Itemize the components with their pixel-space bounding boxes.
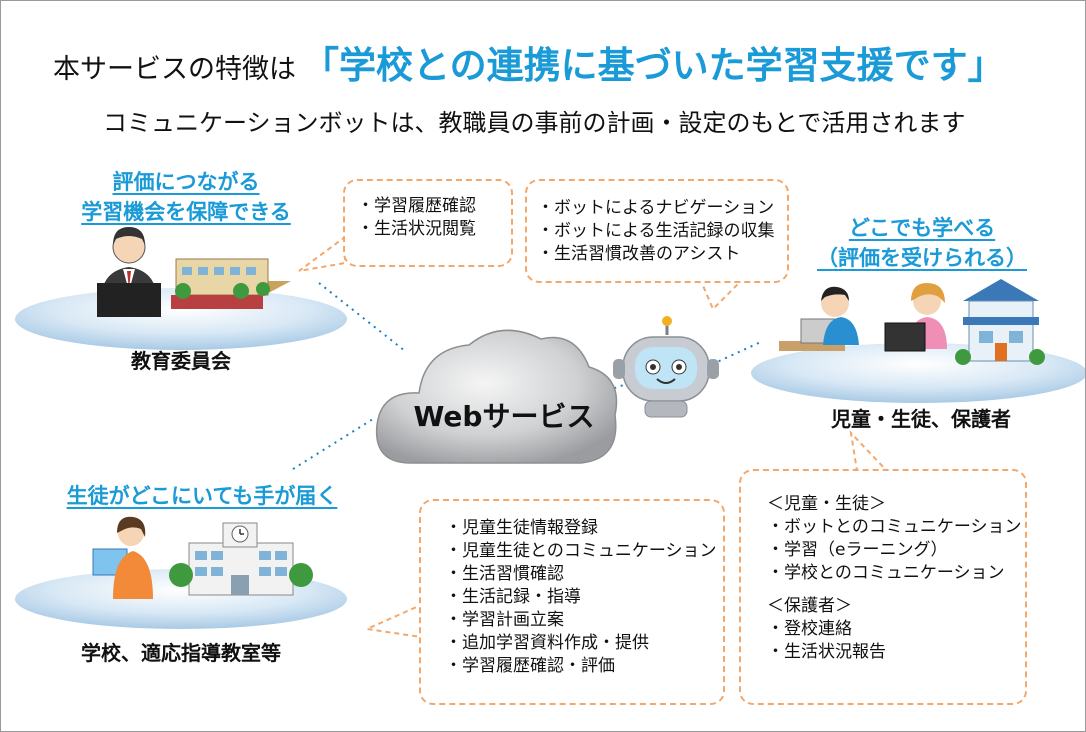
- bubble-item: ・学習計画立案: [445, 610, 564, 630]
- title-prefix: 本サービスの特徴は: [53, 54, 296, 85]
- bubble-tail-bot: [699, 280, 744, 311]
- connector-school: [292, 418, 374, 470]
- teacher-illustration: [92, 516, 153, 599]
- bubble-item: ＜保護者＞: [767, 596, 852, 616]
- bubble-spacer: [767, 585, 1025, 595]
- bubble-item: ・学習（eラーニング）: [767, 540, 948, 560]
- bubble-item: ・児童生徒情報登録: [445, 518, 598, 538]
- students-bubble: ＜児童・生徒＞ ・ボットとのコミュニケーション ・学習（eラーニング） ・学校と…: [739, 469, 1027, 705]
- school-feature-line: 生徒がどこにいても手が届く: [66, 484, 338, 508]
- bubble-tail-students: [849, 429, 890, 472]
- connector-board: [318, 282, 406, 352]
- title: 本サービスの特徴は 「学校との連携に基づいた学習支援です」: [53, 35, 1005, 89]
- title-main: 「学校との連携に基づいた学習支援です」: [302, 44, 1005, 87]
- boy-illustration: [779, 286, 859, 351]
- bubble-item: ＜児童・生徒＞: [767, 494, 886, 514]
- students-feature-line: （評価を受けられる）: [817, 246, 1027, 270]
- bubble-item: ・生活習慣改善のアシスト: [537, 244, 741, 264]
- school-bubble: ・児童生徒情報登録 ・児童生徒とのコミュニケーション ・生活習慣確認 ・生活記録…: [419, 499, 725, 705]
- subtitle: コミュニケーションボットは、教職員の事前の計画・設定のもとで活用されます: [103, 109, 966, 137]
- center-label: Webサービス: [413, 400, 595, 433]
- bubble-tail-school: [363, 603, 422, 639]
- bubble-item: ・生活状況報告: [767, 642, 886, 662]
- bot-bubble: ・ボットによるナビゲーション ・ボットによる生活記録の収集 ・生活習慣改善のアシ…: [525, 179, 789, 283]
- bubble-item: ・生活記録・指導: [445, 587, 581, 607]
- bubble-item: ・児童生徒とのコミュニケーション: [445, 541, 717, 561]
- bubble-item: ・生活習慣確認: [445, 564, 564, 584]
- board-feature-line: 学習機会を保障できる: [81, 200, 291, 224]
- bubble-tail-board: [298, 235, 346, 272]
- school-building-illustration: [169, 522, 313, 596]
- cloud-icon: [375, 329, 618, 464]
- school-feature: 生徒がどこにいても手が届く: [57, 481, 347, 511]
- bubble-item: ・ボットとのコミュニケーション: [767, 517, 1022, 537]
- bubble-item: ・学習履歴確認・評価: [445, 656, 615, 676]
- bubble-item: ・ボットによるナビゲーション: [537, 198, 775, 218]
- board-feature-line: 評価につながる: [112, 170, 260, 194]
- bubble-item: ・学習履歴確認: [357, 196, 476, 216]
- school-label: 学校、適応指導教室等: [81, 641, 281, 665]
- students-feature: どこでも学べる （評価を受けられる）: [807, 213, 1037, 273]
- official-illustration: [97, 227, 161, 317]
- bubble-item: ・登校連絡: [767, 619, 852, 639]
- mother-illustration: [884, 283, 947, 352]
- bubble-item: ・追加学習資料作成・提供: [445, 633, 649, 653]
- house-illustration: [955, 279, 1045, 365]
- bubble-item: ・学校とのコミュニケーション: [767, 563, 1005, 583]
- board-bubble: ・学習履歴確認 ・生活状況閲覧: [343, 179, 513, 267]
- bubble-item: ・生活状況閲覧: [357, 219, 476, 239]
- building-illustration: [171, 258, 291, 309]
- students-feature-line: どこでも学べる: [848, 216, 996, 240]
- students-label: 児童・生徒、保護者: [831, 407, 1011, 431]
- robot-icon: [613, 316, 719, 418]
- bubble-item: ・ボットによる生活記録の収集: [537, 221, 775, 241]
- board-label: 教育委員会: [131, 349, 231, 373]
- board-feature: 評価につながる 学習機会を保障できる: [61, 167, 311, 227]
